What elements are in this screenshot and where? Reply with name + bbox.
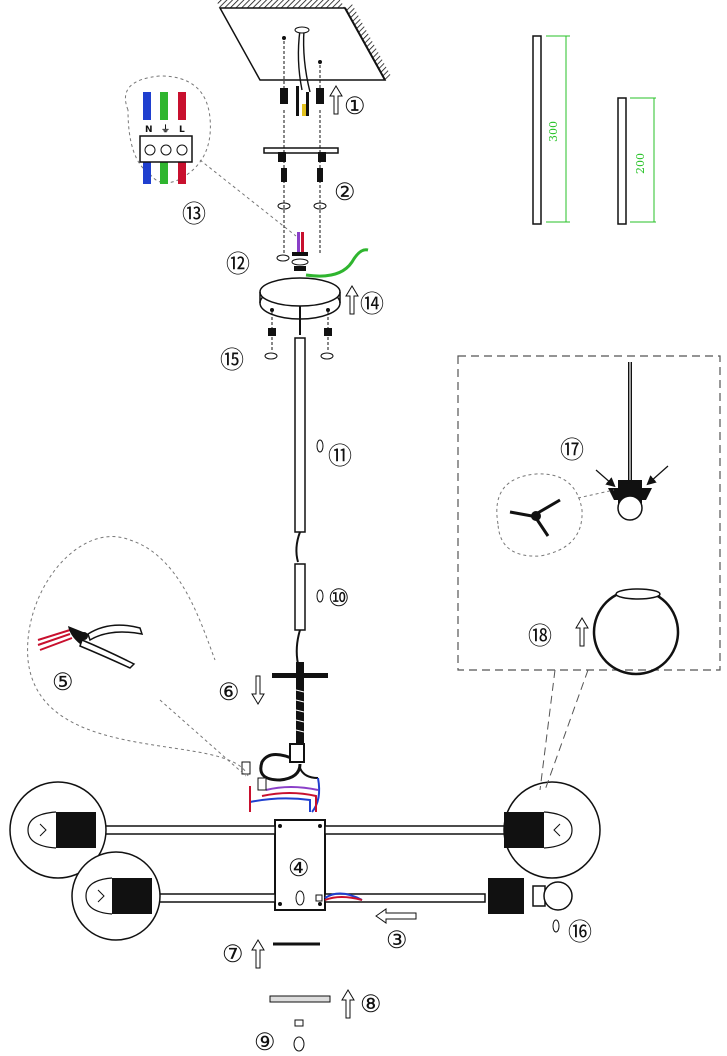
rod-dimensions: 300 200 (532, 35, 656, 225)
main-rods (259, 306, 328, 782)
step-5-label: ⑤ (52, 668, 74, 696)
step-14-label: ⑭ (360, 290, 384, 318)
bottom-parts (269, 942, 331, 1052)
step-13-label: ⑬ (182, 200, 206, 228)
terminal-label-l: L (179, 125, 185, 135)
terminal-label-n: N (145, 125, 153, 135)
long-rod-length: 300 (547, 121, 560, 142)
arrow-left-icon (375, 908, 417, 924)
arrow-up-icon (345, 285, 359, 315)
step-1-label: ① (344, 92, 366, 120)
arrow-up-icon (251, 939, 265, 969)
step-10-label: ⑩ (328, 584, 350, 612)
pliers-detail (27, 536, 249, 777)
step-12-label: ⑫ (226, 250, 250, 278)
direction-arrows (251, 85, 589, 1019)
step-7-label: ⑦ (222, 940, 244, 968)
canopy (259, 277, 341, 360)
terminal-block-detail: N ⏚ L (124, 75, 297, 237)
step-11-label: ⑪ (328, 442, 352, 470)
junction-box (274, 819, 326, 911)
junction-wires (241, 761, 321, 813)
step-2-label: ② (334, 178, 356, 206)
lamp-bottom-right-unassembled (488, 878, 573, 933)
bulb-detail-box (457, 355, 721, 791)
lamp-top-left (9, 781, 107, 879)
arrow-up-icon (341, 989, 355, 1019)
step-15-label: ⑮ (220, 346, 244, 374)
short-rod-length: 200 (634, 153, 647, 174)
lamp-arms (94, 825, 506, 903)
arrow-down-icon (251, 675, 265, 705)
arrow-up-icon (329, 85, 343, 115)
terminal-label-earth: ⏚ (161, 124, 170, 135)
step-17-label: ⑰ (560, 436, 584, 464)
canopy-wires (291, 232, 369, 278)
lamp-bottom-left (71, 851, 161, 941)
lamp-top-right (503, 781, 601, 879)
step-16-label: ⑯ (568, 918, 592, 946)
step-4-label: ④ (288, 854, 310, 882)
ceiling-wire (294, 26, 311, 116)
arrow-up-icon (575, 617, 589, 647)
step-labels: ① ② ③ ④ ⑤ ⑥ ⑦ ⑧ ⑨ ⑩ ⑪ ⑫ ⑬ ⑭ ⑮ ⑯ ⑰ ⑱ (52, 92, 592, 1056)
step-6-label: ⑥ (218, 678, 240, 706)
step-3-label: ③ (386, 926, 408, 954)
ceiling-screws (280, 36, 324, 104)
step-18-label: ⑱ (528, 622, 552, 650)
ceiling (216, 0, 391, 81)
step-9-label: ⑨ (254, 1028, 276, 1056)
step-8-label: ⑧ (360, 990, 382, 1018)
mounting-bracket (263, 110, 339, 262)
